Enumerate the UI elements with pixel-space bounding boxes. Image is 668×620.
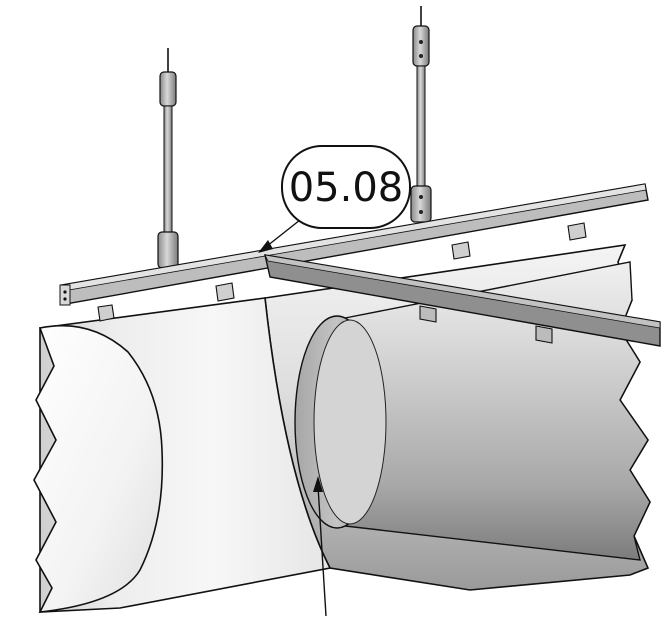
clip <box>97 304 115 322</box>
branch-pipe <box>294 261 651 561</box>
coupling-ring-inner <box>313 319 387 525</box>
clip <box>535 325 553 344</box>
hanger-rod-left <box>157 48 179 269</box>
duct-cut-end-face <box>33 324 164 613</box>
support-rail-main <box>59 183 649 306</box>
clip <box>215 282 235 302</box>
ring-leader <box>313 476 327 617</box>
support-rail-cross <box>264 254 661 347</box>
clip <box>419 305 437 323</box>
hanger-rod-right <box>410 6 432 223</box>
rail-end-cap <box>59 284 71 306</box>
clip <box>567 222 587 241</box>
main-duct-left-section <box>33 297 332 613</box>
clip <box>451 241 471 260</box>
callout-label: 05.08 <box>289 165 404 211</box>
rail-clips <box>97 222 587 344</box>
callout-bubble: 05.08 <box>258 145 411 253</box>
